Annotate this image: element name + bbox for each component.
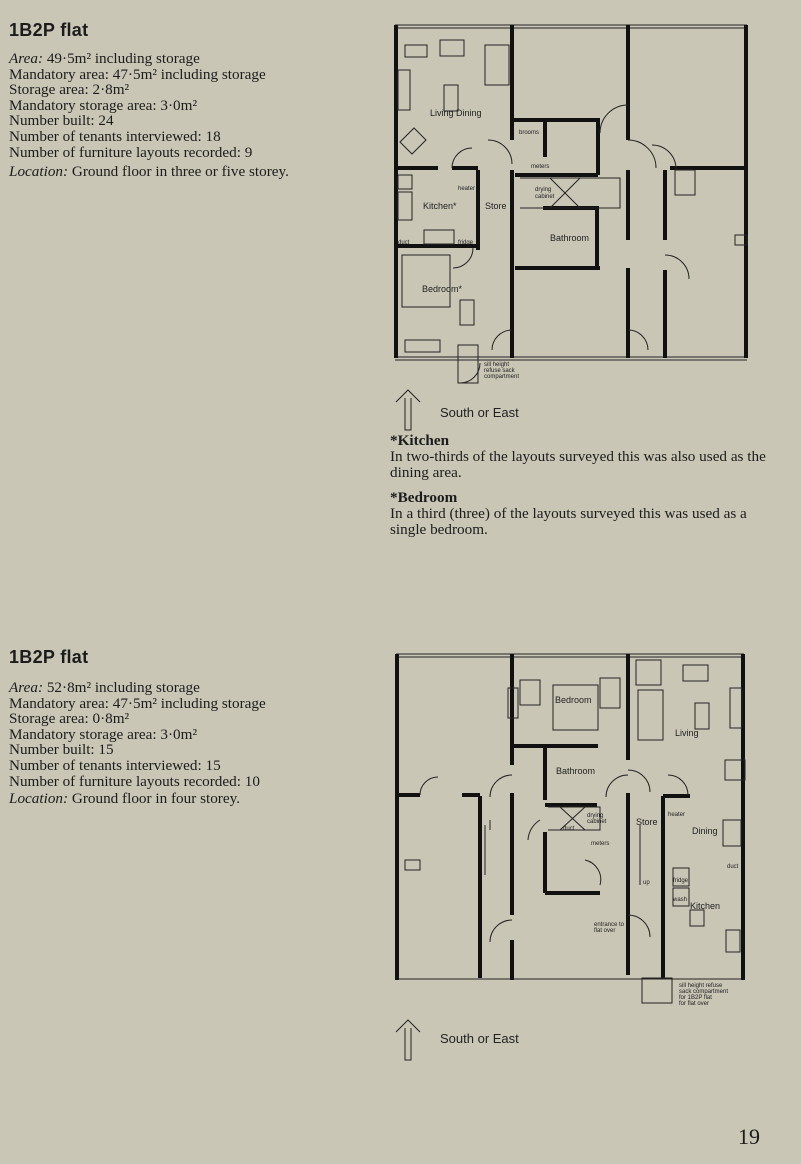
room-label-dining: Dining	[692, 826, 718, 836]
label-refuse: sack compartment	[679, 989, 728, 995]
location-value: Ground floor in four storey.	[71, 790, 241, 807]
spec-line: Mandatory area: 47·5m² including storage	[9, 694, 266, 712]
floor-plan-1: Living Dining brooms meters heater dryin…	[394, 24, 748, 431]
room-label-bathroom: Bathroom	[550, 233, 589, 243]
label-drying: drying	[535, 187, 551, 193]
label-meters: meters	[531, 164, 549, 170]
label-refuse: compartment	[484, 374, 519, 380]
label-refuse: for 1B2P flat	[679, 995, 712, 1001]
orientation-label: South or East	[440, 1031, 519, 1046]
flat-2-specs: Area: 52·8m² including storage Mandatory…	[9, 680, 266, 789]
room-label-store: Store	[636, 817, 658, 827]
note-heading: *Kitchen	[390, 432, 450, 449]
label-cabinet: cabinet	[535, 194, 555, 200]
label-refuse: sill height	[484, 362, 509, 368]
flat-2-title: 1B2P flat	[9, 647, 89, 667]
label-drying: drying	[587, 813, 603, 819]
label-wash: wash	[672, 897, 687, 903]
spec-line: Mandatory area: 47·5m² including storage	[9, 65, 266, 83]
north-arrow-icon	[395, 1019, 421, 1061]
label-fridge: fridge	[673, 878, 689, 884]
flat-1-specs: Area: 49·5m² including storage Mandatory…	[9, 51, 266, 160]
room-label-kitchen: Kitchen*	[423, 201, 457, 211]
note-text: In a third (three) of the layouts survey…	[390, 505, 747, 538]
label-up: up	[643, 880, 650, 886]
area-value: 49·5m² including storage	[46, 50, 200, 67]
label-heater: heater	[668, 812, 685, 818]
room-label-living-dining: Living Dining	[430, 108, 482, 118]
page-number: 19	[738, 1124, 760, 1149]
location-value: Ground floor in three or five storey.	[71, 163, 289, 180]
area-label: Area:	[9, 50, 44, 67]
room-label-bedroom: Bedroom	[555, 695, 592, 705]
flat-1-title: 1B2P flat	[9, 20, 89, 40]
label-duct: duct	[563, 826, 575, 832]
orientation-label: South or East	[440, 405, 519, 420]
label-entrance: flat over	[594, 928, 615, 934]
spec-line: Mandatory storage area: 3·0m²	[9, 725, 197, 743]
spec-line: Number of tenants interviewed: 18	[9, 127, 221, 145]
label-entrance: entrance to	[594, 922, 625, 928]
floor-plan-2: Bedroom Living Bathroom drying cabinet d…	[395, 653, 746, 1061]
spec-line: Number of furniture layouts recorded: 10	[9, 772, 260, 790]
label-cabinet: cabinet	[587, 819, 607, 825]
label-brooms: brooms	[519, 130, 539, 136]
area-label: Area:	[9, 679, 44, 696]
spec-line: Storage area: 2·8m²	[9, 81, 130, 99]
spec-line: Number of furniture layouts recorded: 9	[9, 143, 253, 161]
label-duct: duct	[727, 864, 739, 870]
label-refuse: refuse sack	[484, 368, 516, 374]
spec-line: Mandatory storage area: 3·0m²	[9, 96, 197, 114]
label-duct: duct	[398, 240, 410, 246]
flat-2-location: Location: Ground floor in four storey.	[9, 790, 240, 808]
label-refuse: sill height refuse	[679, 983, 723, 989]
area-value: 52·8m² including storage	[46, 679, 200, 696]
flat-1-location: Location: Ground floor in three or five …	[9, 163, 289, 181]
room-label-bedroom: Bedroom*	[422, 284, 463, 294]
label-fridge: fridge	[458, 240, 474, 246]
spec-line: Number built: 15	[9, 741, 114, 759]
room-label-kitchen: Kitchen	[690, 901, 720, 911]
room-label-bathroom: Bathroom	[556, 766, 595, 776]
label-refuse: for flat over	[679, 1001, 709, 1007]
north-arrow-icon	[395, 389, 421, 431]
label-heater: heater	[458, 186, 475, 192]
location-label: Location:	[9, 163, 69, 180]
room-label-living: Living	[675, 728, 699, 738]
spec-line: Number built: 24	[9, 112, 114, 130]
location-label: Location:	[9, 790, 69, 807]
note-heading: *Bedroom	[390, 489, 458, 506]
label-meters: meters	[591, 841, 609, 847]
spec-line: Number of tenants interviewed: 15	[9, 756, 221, 774]
room-label-store: Store	[485, 201, 507, 211]
note-text: In two-thirds of the layouts surveyed th…	[390, 448, 766, 481]
spec-line: Storage area: 0·8m²	[9, 710, 130, 728]
